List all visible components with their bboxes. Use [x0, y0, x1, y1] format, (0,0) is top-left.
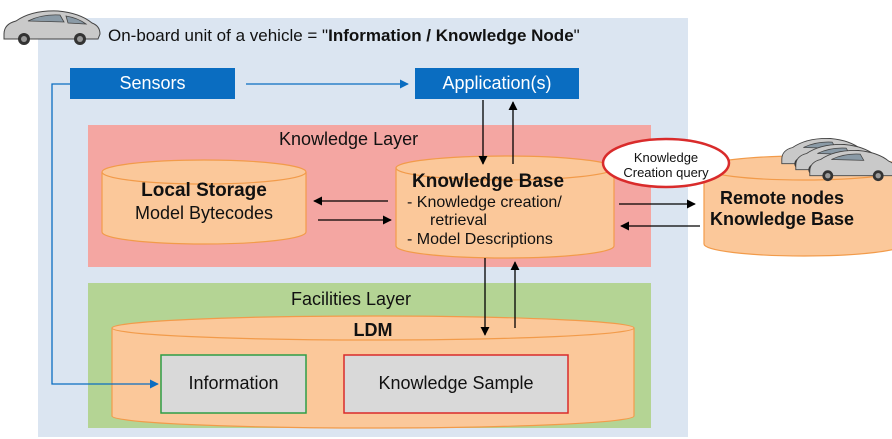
sensors-to-information-arrow	[51, 83, 159, 389]
knowledge-sample-box	[343, 354, 569, 414]
applications-box	[415, 68, 579, 99]
knowledge-base-line2: retrieval	[430, 212, 487, 229]
remote-nodes-line1: Remote nodes	[720, 188, 845, 208]
ldm-title: LDM	[353, 320, 393, 340]
title-prefix: On-board unit of a vehicle = "	[108, 26, 329, 45]
local-storage-title: Local Storage	[141, 180, 267, 201]
query-bubble	[601, 137, 731, 189]
page-title: On-board unit of a vehicle = "Informatio…	[108, 26, 580, 46]
knowledge-layer-title: Knowledge Layer	[279, 129, 419, 149]
cars-icon	[781, 137, 892, 182]
query-bubble-line1: Knowledge	[633, 150, 699, 165]
car-icon	[3, 10, 101, 45]
knowledge-base-title: Knowledge Base	[412, 171, 565, 192]
sensors-label: Sensors	[119, 73, 186, 93]
title-suffix: "	[573, 26, 580, 45]
remote-nodes-line2: Knowledge Base	[710, 209, 855, 229]
information-label: Information	[188, 373, 279, 393]
local-storage-subtitle: Model Bytecodes	[134, 203, 274, 223]
knowledge-sample-label: Knowledge Sample	[378, 373, 534, 393]
local-storage-cylinder	[101, 159, 307, 245]
title-bold: Information / Knowledge Node	[328, 26, 574, 45]
knowledge-base-line1: - Knowledge creation/	[407, 194, 562, 211]
information-box	[160, 354, 307, 414]
applications-label: Application(s)	[442, 73, 552, 93]
query-bubble-line2: Creation query	[623, 165, 709, 180]
facilities-layer-title: Facilities Layer	[291, 289, 412, 309]
knowledge-base-line3: - Model Descriptions	[407, 231, 553, 248]
sensors-box	[70, 68, 235, 99]
